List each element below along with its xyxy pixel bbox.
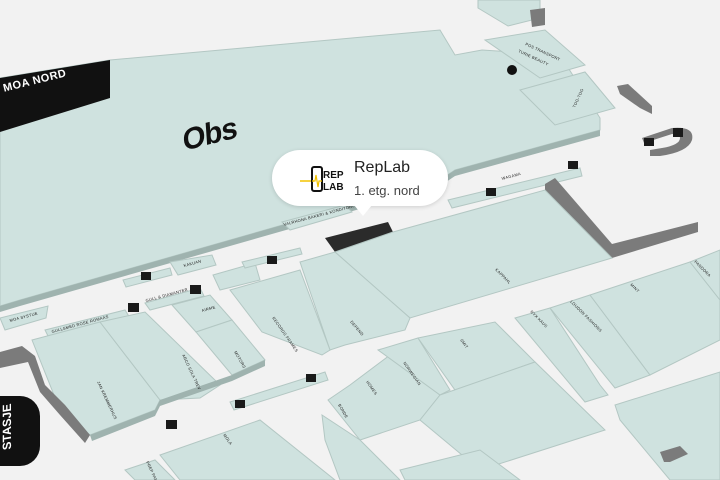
wall-right-l <box>545 178 698 258</box>
replab-logo: REP LAB <box>300 166 344 193</box>
shop-tog-tog[interactable] <box>519 71 616 126</box>
store-popup[interactable]: REP LAB RepLab 1. etg. nord <box>272 150 448 216</box>
station-label: STASJE <box>0 402 14 452</box>
shop-prep-panna[interactable] <box>124 459 176 480</box>
shop-nyx[interactable] <box>689 249 720 301</box>
shop-bonde[interactable] <box>321 413 401 480</box>
restroom-icon[interactable] <box>141 272 151 280</box>
shop-bottom-row[interactable] <box>399 449 521 480</box>
logo-text-lab: LAB <box>323 182 344 193</box>
escalator-icon[interactable] <box>568 161 578 169</box>
logo-text-rep: REP <box>323 170 344 181</box>
popup-subtitle: 1. etg. nord <box>354 183 420 198</box>
shop-norwegian[interactable] <box>376 337 451 396</box>
store-label: SMIT <box>459 338 469 350</box>
atm-icon[interactable] <box>166 420 177 429</box>
shop-pos-transport[interactable] <box>483 29 587 79</box>
kiosk-valrhona[interactable] <box>281 204 353 231</box>
shop-arco[interactable] <box>99 311 221 401</box>
shop-large-bottom[interactable] <box>419 361 606 471</box>
escalator-icon[interactable] <box>306 374 316 382</box>
escalator-icon[interactable] <box>644 138 654 146</box>
popup-title: RepLab <box>354 159 411 176</box>
wall-top <box>530 8 545 27</box>
wall-left <box>0 346 90 443</box>
atm-icon[interactable] <box>128 303 139 312</box>
service-icon <box>507 65 517 75</box>
store-label: WAGAMA <box>501 171 522 181</box>
escalator-icon[interactable] <box>267 256 277 264</box>
shop-gull-diamanter[interactable] <box>144 287 205 311</box>
store-label: MINT <box>629 282 640 293</box>
shop-pandora-left[interactable] <box>514 307 609 403</box>
store-label: AIRME <box>201 304 216 313</box>
shop-mola[interactable] <box>159 419 336 480</box>
kiosk-lower-escalator[interactable] <box>229 371 329 411</box>
wall-right-bottom <box>660 446 688 462</box>
kiosk-norwegian[interactable] <box>447 167 583 209</box>
shop-left-upper-corner[interactable] <box>212 262 261 291</box>
shop-edge <box>90 360 265 441</box>
shop-mint[interactable] <box>589 261 720 376</box>
store-label: MOLA <box>222 433 233 446</box>
elevator-icon[interactable] <box>673 128 683 137</box>
shop-records-frames[interactable] <box>229 269 331 356</box>
wall-right-upper <box>617 84 652 114</box>
store-replab-highlighted[interactable] <box>325 222 393 252</box>
kiosk-moa-systue[interactable] <box>0 305 49 331</box>
kiosk-kakuan[interactable] <box>169 254 217 276</box>
atm-icon[interactable] <box>190 285 201 294</box>
escalator-icon[interactable] <box>235 400 245 408</box>
shop-top-strip[interactable] <box>477 0 541 27</box>
area-moa-nord <box>0 60 110 132</box>
escalator-icon[interactable] <box>486 188 496 196</box>
store-label: KAKUAN <box>183 258 202 268</box>
station-sign: STASJE <box>0 396 40 466</box>
shop-right-bottom[interactable] <box>614 371 720 480</box>
